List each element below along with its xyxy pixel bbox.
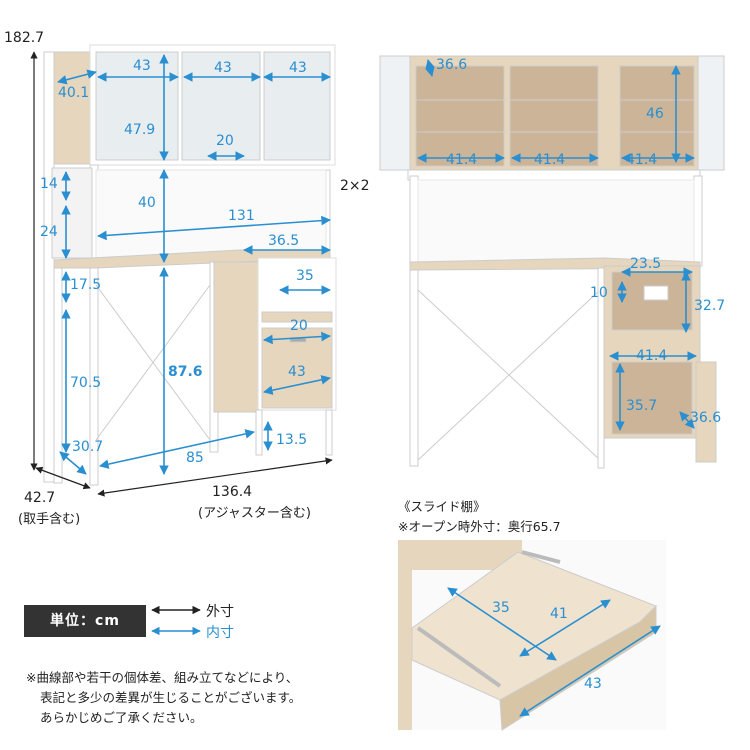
lower-width: 41.4 (636, 348, 668, 364)
outer-width-note: (アジャスター含む) (198, 506, 311, 521)
door-width-2: 43 (214, 60, 232, 76)
note-line-2: 表記と多少の差異が生じることがございます。 (40, 690, 302, 705)
shelf-width-1: 41.4 (446, 152, 478, 168)
drawer-width: 43 (288, 364, 306, 380)
slide-shelf-heading: 《スライド棚》 ※オープン時外寸：奥行65.7 (398, 497, 561, 537)
leg-width: 85 (186, 450, 204, 466)
shelf-width-2: 41.4 (534, 152, 566, 168)
door-width-3: 43 (289, 60, 307, 76)
niche-height: 32.7 (694, 298, 726, 314)
unit-badge: 単位：cm (24, 605, 146, 637)
note-line-1: ※曲線部や若干の個体差、組み立てなどにより、 (26, 670, 299, 685)
right-cabinet-height: 46 (646, 106, 664, 122)
base-depth: 30.7 (72, 439, 104, 455)
gap-top: 14 (40, 176, 58, 192)
slide-width: 23.5 (630, 256, 662, 272)
slide-shelf-illustration (398, 540, 666, 731)
lower-height: 35.7 (626, 398, 658, 414)
slide-outer-width: 43 (584, 676, 602, 692)
left-inner-dims (57, 54, 331, 475)
legend-arrows (151, 605, 201, 636)
drawer-unit-width: 36.5 (268, 233, 300, 249)
right-inner-dims (417, 59, 697, 431)
left-furniture (43, 44, 337, 486)
left-outer-dims (30, 51, 333, 497)
gap-mid: 24 (40, 224, 58, 240)
desk-height: 70.5 (70, 375, 102, 391)
slide-shelf-title: 《スライド棚》 (398, 499, 486, 514)
panel-height: 40 (138, 195, 156, 211)
cabinet-depth: 40.1 (58, 85, 90, 101)
desk-total-height: 87.6 (168, 364, 203, 380)
shelf-pins-label: 2×2 (340, 178, 370, 194)
legend-inner-label: 内寸 (206, 625, 234, 641)
outer-width-label: 136.4 (212, 484, 253, 500)
desk-width: 131 (228, 208, 255, 224)
slide-shelf-dims (447, 587, 661, 717)
slide-height: 10 (590, 285, 608, 301)
slide-inner-depth: 41 (550, 606, 568, 622)
desk-gap: 17.5 (70, 277, 102, 293)
right-cabinet-depth: 36.6 (436, 57, 468, 73)
legend-outer-label: 外寸 (206, 604, 234, 620)
door-handle: 20 (216, 133, 234, 149)
outer-height-label: 182.7 (4, 30, 45, 46)
door-width-1: 43 (133, 58, 151, 74)
outer-depth-note: (取手含む) (18, 512, 81, 527)
drawer-handle: 20 (290, 318, 308, 334)
right-furniture (379, 55, 725, 469)
niche-width: 35 (296, 268, 314, 284)
disclaimer-note: ※曲線部や若干の個体差、組み立てなどにより、 表記と多少の差異が生じることがござ… (26, 668, 301, 728)
note-line-3: あらかじめご了承ください。 (40, 710, 203, 725)
cabinet-height: 47.9 (124, 122, 156, 138)
slide-inner-width: 35 (492, 600, 510, 616)
shelf-width-3: 41.4 (626, 152, 658, 168)
adjuster-height: 13.5 (276, 432, 308, 448)
lower-depth: 36.6 (690, 410, 722, 426)
slide-shelf-note: ※オープン時外寸：奥行65.7 (398, 519, 561, 534)
outer-depth-label: 42.7 (24, 490, 56, 506)
